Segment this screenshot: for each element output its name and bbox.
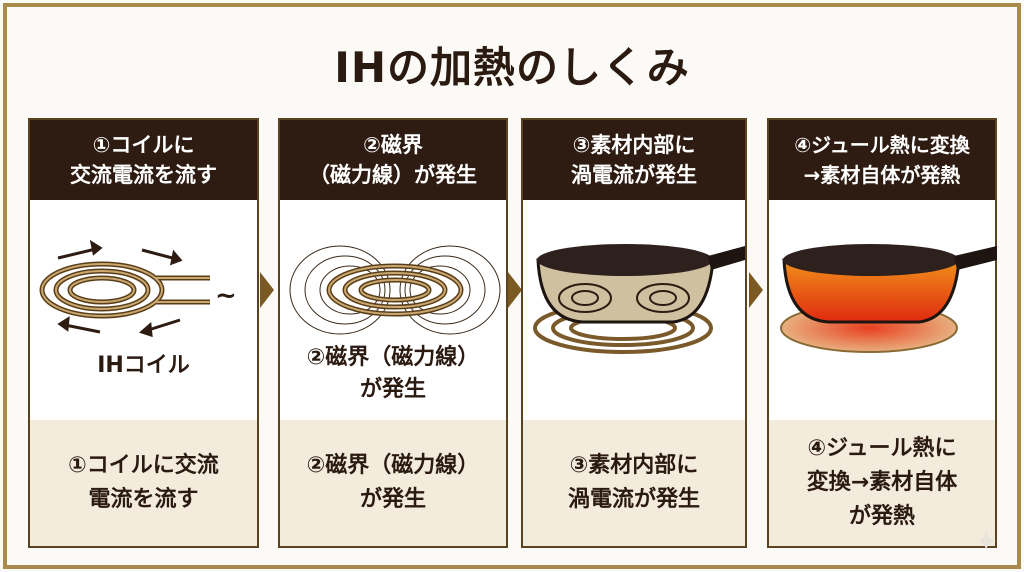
step-1-header: ①コイルに 交流電流を流す [30,120,257,200]
magnetic-field-illustration: ②磁界（磁力線） が発生 [280,200,506,422]
eddy-current-illustration [523,200,745,422]
next-arrow-icon [508,272,522,308]
joule-heat-illustration [769,200,997,422]
coil-caption: IHコイル [97,353,190,378]
footer-line: ①コイルに交流 [68,453,219,478]
next-arrow-icon [749,272,763,308]
page-title: IHの加熱のしくみ [334,43,690,92]
pan-eddy-current-icon [533,244,745,354]
caption-line: ②磁界（磁力線） [306,345,480,370]
footer-line: 変換→素材自体 [806,470,958,495]
header-line: 渦電流が発生 [571,163,697,187]
header-line: ③素材内部に [572,133,696,157]
sparkle-icon: ✦ [974,525,998,558]
next-arrow-icon [260,272,274,308]
step-3-panel: ③素材内部に 渦電流が発生 ③素材内部に 渦電流が発生 [521,118,747,548]
ih-coil-icon [39,239,210,338]
step-2-footer: ②磁界（磁力線） が発生 [280,420,506,546]
field-caption: ②磁界（磁力線） が発生 [280,342,506,406]
footer-line: 渦電流が発生 [567,487,700,512]
step-1-footer: ①コイルに交流 電流を流す [30,420,257,546]
step-2-panel: ②磁界 （磁力線）が発生 ②磁界（磁力線） が発生 ②磁界（磁力線） が発生 [278,118,508,548]
header-line: ④ジュール熱に変換 [794,133,970,157]
step-1-panel: ①コイルに 交流電流を流す ~ IHコイル ①コイルに交流 電流を流す [28,118,259,548]
header-line: ②磁界 [363,133,423,157]
footer-line: が発生 [359,487,426,512]
ac-symbol: ~ [215,281,237,311]
header-line: ①コイルに [92,133,195,157]
footer-line: 電流を流す [88,487,199,512]
step-4-panel: ④ジュール熱に変換 →素材自体が発熱 ④ジュール熱に 変換→素材自体 が発熱 [767,118,997,548]
outer-frame [3,3,1021,569]
magnetic-field-lines-icon [289,245,501,335]
step-4-footer: ④ジュール熱に 変換→素材自体 が発熱 [769,420,995,546]
footer-line: ③素材内部に [569,453,699,478]
step-2-header: ②磁界 （磁力線）が発生 [280,120,506,200]
step-4-header: ④ジュール熱に変換 →素材自体が発熱 [769,120,995,200]
hot-pan-icon [780,244,997,353]
footer-line: が発熱 [848,504,915,529]
footer-line: ④ジュール熱に [807,436,957,461]
header-line: （磁力線）が発生 [309,163,477,187]
step-3-footer: ③素材内部に 渦電流が発生 [523,420,745,546]
coil-illustration: ~ IHコイル [30,200,257,422]
header-line: →素材自体が発熱 [803,163,961,187]
header-line: 交流電流を流す [70,163,217,187]
footer-line: ②磁界（磁力線） [306,453,480,478]
caption-line: が発生 [359,377,426,402]
step-3-header: ③素材内部に 渦電流が発生 [523,120,745,200]
